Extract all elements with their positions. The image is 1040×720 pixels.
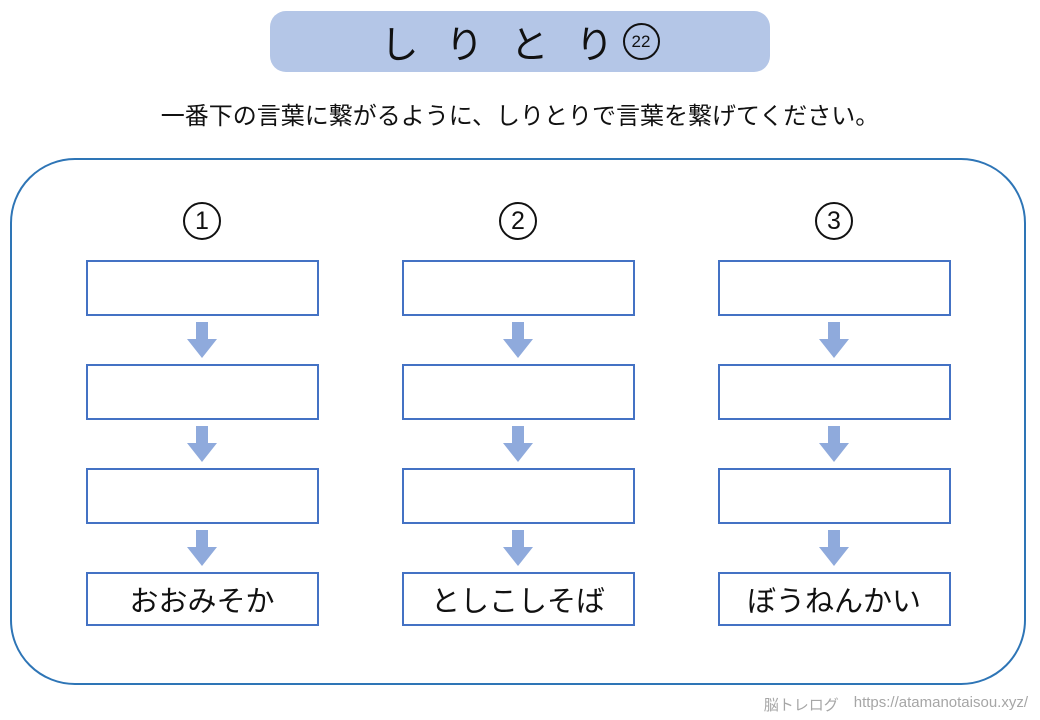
- shiritori-column-3: 3 ぼうねんかい: [717, 202, 951, 683]
- word-input-box[interactable]: [85, 260, 319, 316]
- word-input-box[interactable]: [717, 260, 951, 316]
- shiritori-column-2: 2 としこしそば: [401, 202, 635, 683]
- word-input-box[interactable]: [717, 468, 951, 524]
- footer-url[interactable]: https://atamanotaisou.xyz/: [853, 694, 1028, 711]
- word-input-box[interactable]: [401, 260, 635, 316]
- word-input-box[interactable]: [717, 364, 951, 420]
- worksheet-panel: 1 おおみそか 2 としこしそば: [10, 158, 1026, 685]
- shiritori-column-1: 1 おおみそか: [85, 202, 319, 683]
- answer-text: おおみそか: [129, 586, 275, 618]
- word-input-box[interactable]: [401, 364, 635, 420]
- down-arrow-icon: [503, 426, 533, 462]
- column-number: 3: [827, 206, 841, 235]
- down-arrow-icon: [819, 322, 849, 358]
- footer-site-name: 脳トレログ: [763, 697, 839, 714]
- down-arrow-icon: [187, 426, 217, 462]
- answer-text: ぼうねんかい: [746, 586, 921, 618]
- title-number: 22: [631, 31, 651, 51]
- down-arrow-icon: [503, 530, 533, 566]
- down-arrow-icon: [503, 322, 533, 358]
- column-number-badge: 1: [183, 202, 221, 240]
- down-arrow-icon: [187, 530, 217, 566]
- word-input-box[interactable]: [85, 364, 319, 420]
- answer-box: ぼうねんかい: [717, 572, 951, 626]
- page-title: しりとり: [380, 25, 641, 67]
- word-input-box[interactable]: [85, 468, 319, 524]
- column-number-badge: 3: [815, 202, 853, 240]
- column-number: 1: [195, 206, 209, 235]
- column-number: 2: [511, 206, 525, 235]
- title-banner: しりとり 22: [270, 11, 770, 72]
- instruction-text: 一番下の言葉に繋がるように、しりとりで言葉を繋げてください。: [160, 103, 880, 130]
- column-number-badge: 2: [499, 202, 537, 240]
- down-arrow-icon: [187, 322, 217, 358]
- down-arrow-icon: [819, 426, 849, 462]
- word-input-box[interactable]: [401, 468, 635, 524]
- columns-container: 1 おおみそか 2 としこしそば: [12, 160, 1024, 683]
- down-arrow-icon: [819, 530, 849, 566]
- footer-credit: 脳トレログ https://atamanotaisou.xyz/: [764, 694, 1028, 715]
- answer-box: おおみそか: [85, 572, 319, 626]
- answer-text: としこしそば: [430, 586, 605, 618]
- title-number-badge: 22: [622, 23, 660, 60]
- answer-box: としこしそば: [401, 572, 635, 626]
